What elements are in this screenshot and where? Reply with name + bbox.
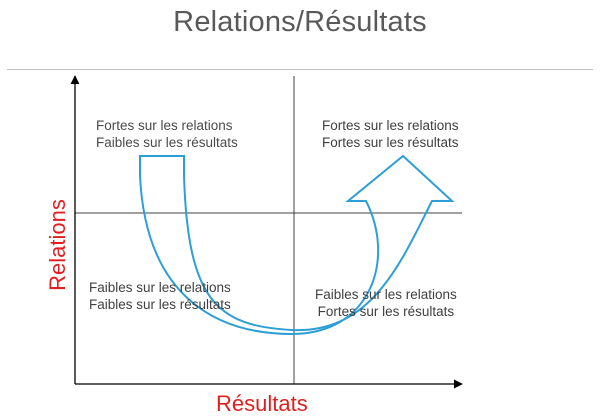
quadrant-text-line: Faibles sur les relations: [89, 280, 231, 295]
page-title: Relations/Résultats: [173, 6, 427, 38]
y-axis-label: Relations: [45, 199, 70, 291]
quadrant-text-line: Fortes sur les relations: [322, 118, 459, 133]
quadrant-bottom-right-text: Faibles sur les relations Fortes sur les…: [315, 286, 457, 320]
quadrant-text-line: Fortes sur les résultats: [317, 304, 455, 319]
quadrant-text-line: Fortes sur les relations: [96, 118, 233, 133]
curved-arrow: [139, 154, 455, 336]
quadrant-text-line: Faibles sur les relations: [315, 287, 457, 302]
quadrant-top-right-text: Fortes sur les relations Fortes sur les …: [322, 117, 459, 151]
quadrant-text-line: Faibles sur les résultats: [89, 297, 231, 312]
quadrant-text-line: Fortes sur les résultats: [322, 135, 459, 150]
quadrant-top-left-text: Fortes sur les relations Faibles sur les…: [96, 117, 238, 151]
quadrant-bottom-left-text: Faibles sur les relations Faibles sur le…: [89, 279, 231, 313]
quadrant-text-line: Faibles sur les résultats: [96, 135, 238, 150]
x-axis-label: Résultats: [216, 391, 308, 416]
title-divider: [7, 69, 593, 70]
